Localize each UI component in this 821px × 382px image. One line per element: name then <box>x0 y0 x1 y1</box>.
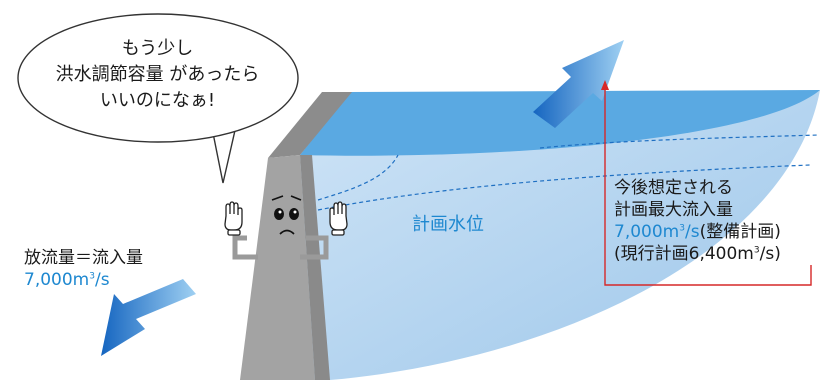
speech-line-3: いいのになぁ! <box>99 90 216 111</box>
plan-water-level-line <box>317 164 811 211</box>
left-arm <box>232 235 258 260</box>
right-hand-icon <box>329 201 348 236</box>
speech-line-1: もう少し <box>121 38 194 59</box>
dam-crest <box>268 92 352 158</box>
mouth <box>279 229 295 235</box>
speech-bubble <box>17 13 299 184</box>
inflow-value-note: (整備計画) <box>699 222 781 242</box>
outflow-label: 放流量＝流入量 7,000m3/s <box>24 247 143 291</box>
contour-line-2 <box>539 134 819 149</box>
contour-line-1 <box>317 154 399 201</box>
outflow-value-number: 7,000m <box>24 270 90 290</box>
inflow-value-unit: /s <box>684 222 700 242</box>
flood-control-capacity-text: 洪水調節容量 <box>55 64 164 85</box>
speech-line-2: 洪水調節容量 があったら <box>30 62 285 88</box>
current-plan-prefix: (現行計画6,400m <box>614 244 754 264</box>
right-eye <box>289 208 299 220</box>
inflow-line-2: 計画最大流入量 <box>614 200 733 220</box>
left-eyebrow <box>271 195 284 201</box>
current-plan-sup: 3 <box>753 245 760 256</box>
right-eyebrow <box>290 195 302 201</box>
inflow-value-sup: 3 <box>679 223 685 234</box>
inflow-label: 今後想定される 計画最大流入量 7,000m3/s(整備計画) (現行計画6,4… <box>614 177 781 265</box>
left-hand-icon <box>224 201 243 236</box>
inflow-value-number: 7,000m <box>614 222 680 242</box>
outflow-title: 放流量＝流入量 <box>24 248 143 268</box>
left-eye <box>274 208 284 220</box>
inflow-line-1: 今後想定される <box>614 178 733 198</box>
dam-face-shadow <box>300 155 330 380</box>
speech-line-2-rest: があったら <box>169 64 260 85</box>
outflow-value-unit: /s <box>94 270 110 290</box>
plan-water-level-label: 計画水位 <box>412 214 484 235</box>
outflow-value-sup: 3 <box>89 271 95 282</box>
inflow-arrow <box>533 40 624 128</box>
inflow-current-plan: (現行計画6,400m3/s) <box>614 243 781 265</box>
inflow-value-line: 7,000m3/s(整備計画) <box>614 221 781 243</box>
outflow-arrow <box>101 279 196 356</box>
inflow-value: 7,000m3/s <box>614 222 700 242</box>
inflow-leader-line <box>601 80 812 286</box>
reservoir-water <box>300 90 820 380</box>
outflow-value: 7,000m3/s <box>24 269 143 291</box>
current-plan-suffix: /s) <box>759 244 781 264</box>
speech-bubble-text: もう少し 洪水調節容量 があったら いいのになぁ! <box>30 36 285 114</box>
right-arm <box>300 235 329 260</box>
